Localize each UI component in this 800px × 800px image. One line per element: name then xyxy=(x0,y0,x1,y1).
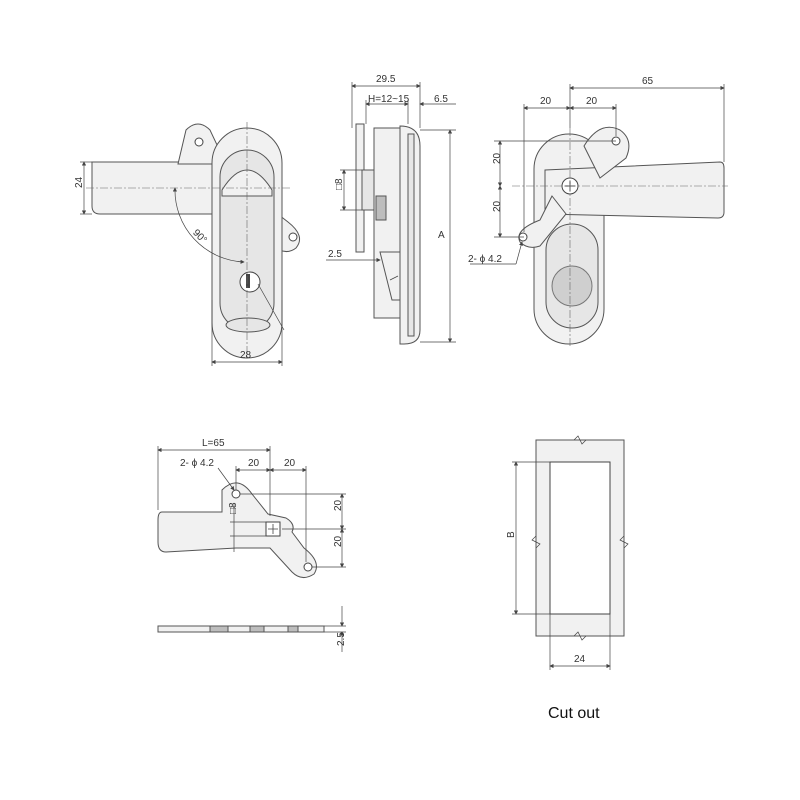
cutout-break-top xyxy=(573,435,587,445)
side-cam-leader xyxy=(389,275,399,281)
front-view: 90° 24 28 xyxy=(74,122,301,366)
side-overall-label: 29.5 xyxy=(376,74,396,85)
cam-square-label: □8 xyxy=(228,502,239,514)
front-height-label: 24 xyxy=(74,176,85,188)
rear-handle xyxy=(544,161,725,219)
rear-v-lower-label: 20 xyxy=(492,200,503,212)
rear-view: 65 20 20 20 20 2- ϕ 4.2 xyxy=(468,76,728,348)
cutout-break-right xyxy=(619,535,629,549)
cam-thickness-label: 2.5 xyxy=(336,632,347,646)
cutout-caption: Cut out xyxy=(548,705,600,722)
cam-top-right-label: 20 xyxy=(284,458,296,469)
rear-holes-leader xyxy=(515,241,524,265)
cutout-view: B 24 Cut out xyxy=(506,435,629,722)
cutout-b-label: B xyxy=(506,531,517,538)
cutout-opening xyxy=(549,461,611,615)
side-view: 29.5 H=12~15 6.5 A □8 2.5 xyxy=(326,74,456,345)
rear-v-upper-label: 20 xyxy=(492,152,503,164)
cam-lower-hole xyxy=(303,562,313,572)
side-spring xyxy=(375,195,387,221)
side-a-label: A xyxy=(438,230,445,241)
rear-total-label: 65 xyxy=(642,76,654,87)
side-thickness-label: 2.5 xyxy=(328,249,342,260)
cam-v-upper-label: 20 xyxy=(333,499,344,511)
cutout-width-label: 24 xyxy=(574,654,586,665)
front-rotation-label: 90° xyxy=(190,228,208,246)
cam-top-hole xyxy=(231,489,241,499)
cam-top-left-label: 20 xyxy=(248,458,260,469)
cam-v-lower-label: 20 xyxy=(333,535,344,547)
rear-holes-label: 2- ϕ 4.2 xyxy=(468,254,502,265)
side-cam xyxy=(379,251,401,301)
cam-edge-mark-b xyxy=(249,625,265,633)
rear-top-left-label: 20 xyxy=(540,96,552,107)
cam-holes-label: 2- ϕ 4.2 xyxy=(180,458,214,469)
front-top-hole xyxy=(194,137,204,147)
front-finger-recess xyxy=(225,317,271,333)
front-rotation-arc xyxy=(172,187,245,264)
side-flange-inner xyxy=(407,133,415,337)
side-right-label: 6.5 xyxy=(434,94,448,105)
side-h-label: H=12~15 xyxy=(368,94,410,105)
cam-view: L=65 20 20 2- ϕ 4.2 □8 20 20 2.5 xyxy=(157,438,347,652)
front-width-label: 28 xyxy=(240,350,252,361)
front-keyhole xyxy=(246,274,250,288)
front-lower-hole xyxy=(288,232,298,242)
cam-edge-mark-c xyxy=(287,625,299,633)
rear-key-cylinder xyxy=(551,265,593,307)
rear-top-right-label: 20 xyxy=(586,96,598,107)
cam-edge-view xyxy=(157,625,325,633)
cam-length-label: L=65 xyxy=(202,438,225,449)
cam-square-mark xyxy=(268,524,278,534)
side-square-label: □8 xyxy=(334,178,345,190)
cam-edge-mark-a xyxy=(209,625,229,633)
cutout-break-left xyxy=(531,535,541,549)
front-leader xyxy=(257,283,285,331)
cam-holes-leader xyxy=(217,467,235,491)
cutout-break-bottom xyxy=(573,631,587,641)
